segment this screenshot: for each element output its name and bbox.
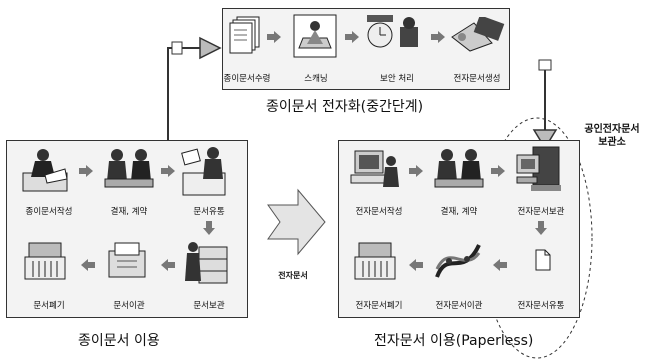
- left-title: 종이문서 이용: [78, 333, 160, 349]
- top-title: 종이문서 전자화(중간단계): [266, 99, 424, 115]
- right-row1-label: 전자문서보관: [517, 207, 565, 217]
- connector-left-to-top-arrowhead: [199, 36, 222, 60]
- computer-user-icon: [349, 147, 401, 193]
- left-row1-label: 문서유통: [193, 207, 225, 217]
- arrow-right-icon: [345, 31, 359, 43]
- left-row2-label: 문서폐기: [33, 301, 65, 311]
- document-generation-icon: [450, 17, 506, 53]
- arrow-left-icon: [493, 259, 507, 271]
- right-row1-label: 전자문서작성: [355, 207, 403, 217]
- arrow-right-icon: [491, 165, 505, 177]
- middle-arrow-label: 전자문서: [278, 271, 308, 280]
- top-step-label: 종이문서수령: [223, 74, 271, 84]
- arrow-right-icon: [161, 165, 175, 177]
- document-page-icon: [535, 249, 551, 271]
- right-row2-label: 전자문서유통: [517, 301, 565, 311]
- arrow-right-icon: [431, 31, 445, 43]
- top-step-label: 스캐닝: [304, 74, 328, 84]
- left-row1-label: 결재, 계약: [110, 207, 148, 217]
- arrow-down-icon: [203, 221, 215, 235]
- arrow-left-icon: [409, 259, 423, 271]
- arrow-right-icon: [267, 31, 281, 43]
- arrow-left-icon: [81, 259, 95, 271]
- archive-person-icon: [183, 237, 233, 285]
- document-transfer-icon: [103, 241, 151, 283]
- repository-label-line2: 보관소: [598, 137, 626, 148]
- top-step-label: 전자문서생성: [453, 74, 501, 84]
- arrow-right-icon: [79, 165, 93, 177]
- digitization-panel: 종이문서수령 스캐닝 보안 처리 전자문서생성: [222, 8, 510, 90]
- right-row2-label: 전자문서폐기: [355, 301, 403, 311]
- arrow-down-icon: [535, 221, 547, 235]
- big-transition-arrow: [267, 188, 326, 256]
- arrow-right-icon: [409, 165, 423, 177]
- server-computer-icon: [515, 145, 565, 193]
- meeting-icon: [431, 145, 487, 193]
- data-strand-icon: [433, 239, 483, 283]
- shredder-icon: [23, 239, 67, 283]
- connector-left-to-top: [167, 47, 212, 140]
- right-row1-label: 결재, 계약: [440, 207, 478, 217]
- left-row1-label: 종이문서작성: [25, 207, 73, 217]
- document-distribution-icon: [179, 145, 235, 197]
- shredder-icon: [353, 239, 397, 283]
- security-clock-icon: [366, 13, 426, 53]
- paper-stack-icon: [229, 15, 263, 55]
- right-row2-label: 전자문서이관: [435, 301, 483, 311]
- paper-usage-panel: 종이문서작성 결재, 계약 문서유통 문서폐기 문서이관 문서보관: [6, 140, 248, 318]
- repository-label-line1: 공인전자문서: [584, 124, 640, 135]
- scanner-icon: [293, 14, 337, 58]
- right-title: 전자문서 이용(Paperless): [374, 333, 534, 349]
- meeting-icon: [101, 145, 157, 193]
- paperless-usage-panel: 전자문서작성 결재, 계약 전자문서보관 전자문서폐기 전자문서이관 전자문서유…: [338, 140, 580, 318]
- left-row2-label: 문서보관: [193, 301, 225, 311]
- top-step-label: 보안 처리: [380, 74, 414, 84]
- connector-top-to-right-arrowhead: [532, 129, 558, 150]
- person-writing-icon: [19, 147, 71, 193]
- left-row2-label: 문서이관: [113, 301, 145, 311]
- arrow-left-icon: [161, 259, 175, 271]
